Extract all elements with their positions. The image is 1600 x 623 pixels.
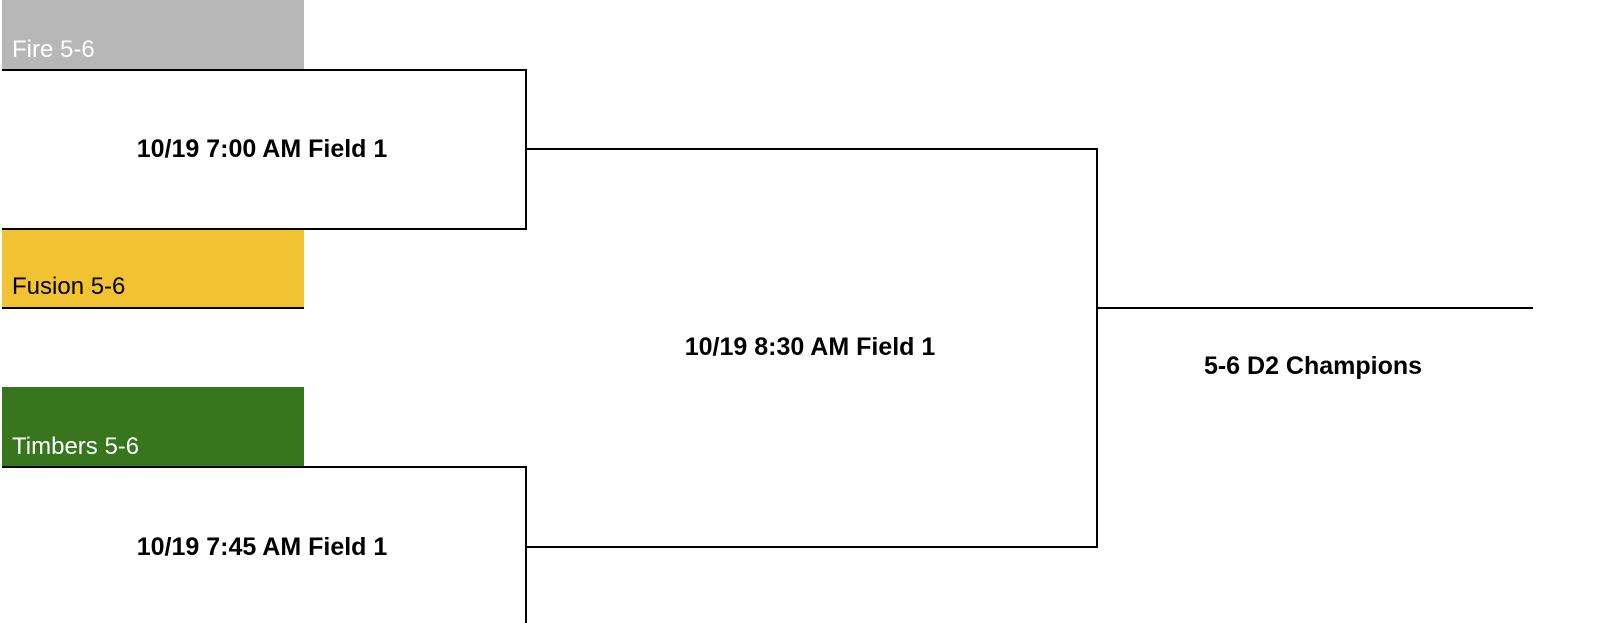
team-name-fire: Fire 5-6 (12, 36, 95, 63)
final-vertical-line (1096, 148, 1098, 548)
game1-label: 10/19 7:00 AM Field 1 (136, 135, 388, 163)
team-slot-fusion: Fusion 5-6 (2, 229, 304, 309)
game1-bottom-line (2, 228, 527, 230)
final-bottom-connector (525, 546, 1098, 548)
final-game-label: 10/19 8:30 AM Field 1 (684, 333, 936, 361)
game2-label: 10/19 7:45 AM Field 1 (136, 533, 388, 561)
champion-label: 5-6 D2 Champions (1203, 352, 1423, 380)
game2-right-line (525, 466, 527, 623)
team-slot-fire: Fire 5-6 (2, 0, 304, 70)
game2-top-line (2, 466, 527, 468)
game1-top-line (2, 69, 527, 71)
champion-line (1096, 307, 1533, 309)
team-name-fusion: Fusion 5-6 (12, 273, 126, 300)
team-name-timbers: Timbers 5-6 (12, 433, 140, 460)
team-slot-timbers: Timbers 5-6 (2, 387, 304, 467)
final-top-connector (525, 148, 1098, 150)
